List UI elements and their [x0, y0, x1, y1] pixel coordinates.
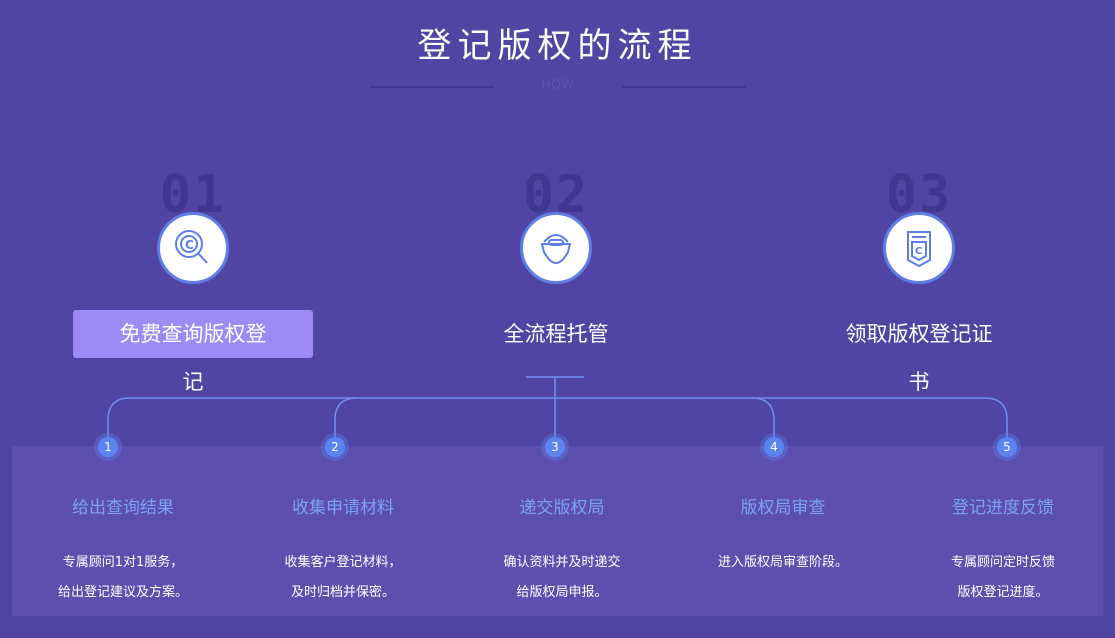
substep-title: 收集申请材料 — [292, 498, 394, 518]
divider — [622, 86, 746, 88]
step-dot-1: 1 — [98, 437, 118, 457]
connector-lines — [107, 376, 1008, 440]
step-label[interactable]: 免费查询版权登记 — [73, 310, 313, 394]
step-dot-2: 2 — [325, 437, 345, 457]
substep-1: 给出查询结果专属顾问1对1服务， 给出登记建议及方案。 — [13, 493, 233, 608]
certificate-icon: C — [883, 212, 955, 284]
step-number: 02 — [522, 165, 590, 225]
step-1[interactable]: 01 C 免费查询版权登记 — [73, 165, 313, 394]
substeps-panel — [12, 446, 1103, 616]
custody-icon — [520, 212, 592, 284]
step-number: 01 — [159, 165, 227, 225]
subtitle: HOW — [541, 78, 574, 93]
step-2[interactable]: 02 全流程托管 — [436, 165, 676, 358]
step-dot-5: 5 — [997, 437, 1017, 457]
step-dot-4: 4 — [764, 437, 784, 457]
substep-title: 登记进度反馈 — [952, 498, 1054, 518]
step-label[interactable]: 领取版权登记证书 — [845, 322, 993, 394]
substep-desc: 专属顾问定时反馈 — [950, 555, 1055, 570]
svg-text:C: C — [185, 238, 194, 252]
step-dot-3: 3 — [545, 437, 565, 457]
substep-desc: 给版权局申报。 — [516, 585, 608, 600]
substep-desc: 进入版权局审查阶段。 — [717, 555, 848, 570]
substep-desc: 专属顾问1对1服务， — [62, 555, 184, 570]
substep-title: 给出查询结果 — [72, 498, 174, 518]
substep-title: 版权局审查 — [740, 498, 826, 518]
substep-desc: 收集客户登记材料， — [284, 555, 402, 570]
step-number: 03 — [885, 165, 953, 225]
substep-5: 登记进度反馈专属顾问定时反馈版权登记进度。 — [893, 493, 1113, 608]
substep-desc: 确认资料并及时递交 — [503, 555, 621, 570]
svg-text:C: C — [915, 246, 922, 257]
step-3[interactable]: 03 C 领取版权登记证书 — [799, 165, 1039, 394]
substep-2: 收集申请材料收集客户登记材料， 及时归档并保密。 — [233, 493, 453, 608]
substep-3: 递交版权局确认资料并及时递交给版权局申报。 — [452, 493, 672, 608]
substep-title: 递交版权局 — [519, 498, 605, 518]
substep-4: 版权局审查进入版权局审查阶段。 — [673, 493, 893, 578]
substep-desc: 及时归档并保密。 — [290, 585, 395, 600]
substep-desc: 给出登记建议及方案。 — [57, 585, 188, 600]
substep-desc: 版权登记进度。 — [957, 585, 1049, 600]
step-label[interactable]: 全流程托管 — [503, 322, 609, 346]
divider — [370, 86, 494, 88]
page-title: 登记版权的流程 — [417, 26, 698, 66]
copyright-search-icon: C — [157, 212, 229, 284]
